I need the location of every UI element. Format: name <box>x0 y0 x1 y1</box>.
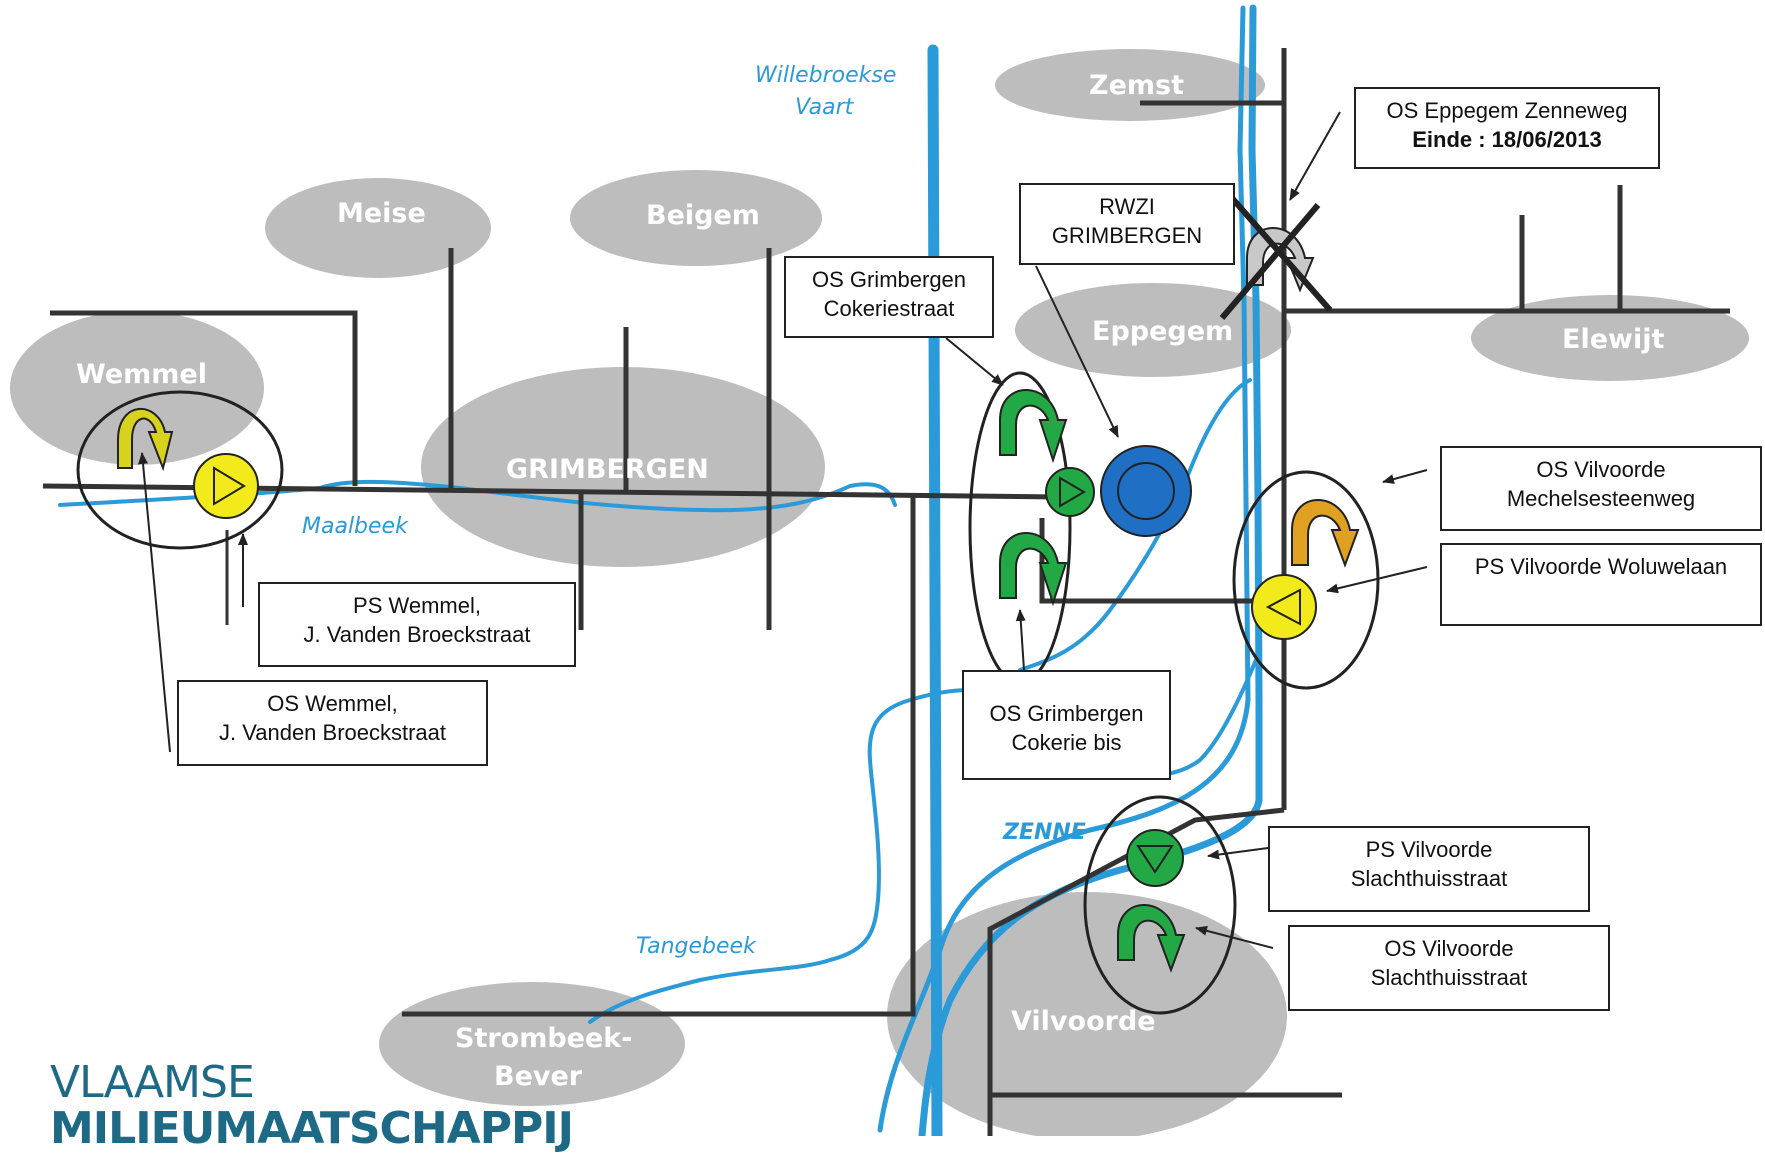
overflow-wemmel-icon <box>117 407 174 472</box>
waterway-label-zenne: ZENNE <box>1002 820 1086 845</box>
town-area-eppegem <box>1015 283 1291 377</box>
leader-ps-woluwelaan <box>1326 566 1428 594</box>
callout-os-slachthuis-line1: OS Vilvoorde <box>1384 936 1514 961</box>
town-area-elewijt <box>1471 295 1749 381</box>
pump-wemmel-icon <box>193 453 259 519</box>
pump-slachthuis-icon <box>1126 829 1184 887</box>
callout-os-wemmel-line2: J. Vanden Broeckstraat <box>218 719 447 745</box>
leader-os-mechelsesteenweg <box>1382 469 1428 484</box>
callout-rwzi: RWZI GRIMBERGEN <box>1019 183 1235 265</box>
group-vilvoorde-slachthuis <box>1083 795 1237 1015</box>
callout-os-cokerie-bis-line2: Cokerie bis <box>1011 729 1122 755</box>
callout-os-cokeriestraat-line2: Cokeriestraat <box>823 295 955 321</box>
callout-rwzi-line1: RWZI <box>1099 194 1155 219</box>
logo-line1: VLAAMSE <box>50 1057 255 1108</box>
town-area-meise <box>265 178 491 278</box>
waterway-label-tangebeek: Tangebeek <box>636 934 757 959</box>
waterway-label-maalbeek: Maalbeek <box>302 514 409 539</box>
town-label-eppegem: Eppegem <box>1092 316 1233 347</box>
overflow-slachthuis-icon <box>1117 904 1186 973</box>
group-wemmel <box>76 390 284 550</box>
callout-ps-woluwelaan: PS Vilvoorde Woluwelaan <box>1440 543 1762 626</box>
sewer-pipes <box>42 48 1730 1136</box>
callout-os-mechelsesteenweg-line2: Mechelsesteenweg <box>1506 485 1696 511</box>
callout-os-eppegem: OS Eppegem Zenneweg Einde : 18/06/2013 <box>1354 87 1660 169</box>
decommissioned-cross-icon <box>1219 196 1333 320</box>
callout-os-cokerie-bis-line1: OS Grimbergen <box>989 701 1144 726</box>
leader-os-eppegem <box>1289 111 1341 201</box>
callout-os-eppegem-title: OS Eppegem Zenneweg <box>1386 98 1628 123</box>
leader-os-cokerie-bis <box>1015 609 1026 671</box>
pipe-wemmel-north <box>50 310 358 486</box>
waterway-label-willebroekse-1: Willebroekse <box>755 63 896 88</box>
town-label-strombeek-2: Bever <box>494 1061 583 1092</box>
town-area-wemmel <box>10 311 264 465</box>
callout-os-slachthuis-line2: Slachthuisstraat <box>1370 964 1528 990</box>
town-label-wemmel: Wemmel <box>76 359 207 390</box>
town-area-beigem <box>570 170 822 266</box>
overflow-symbols <box>117 227 1360 973</box>
leader-os-cokeriestraat <box>945 337 1004 386</box>
leader-os-wemmel <box>138 452 171 753</box>
callout-leaders <box>138 111 1428 949</box>
logo-line2: MILIEUMAATSCHAPPIJ <box>50 1103 574 1154</box>
vmm-logo: VLAAMSE MILIEUMAATSCHAPPIJ <box>50 1057 574 1154</box>
town-area-grimbergen <box>421 367 825 567</box>
waterway-label-willebroekse-2: Vaart <box>795 95 855 120</box>
callout-ps-slachthuis-line2: Slachthuisstraat <box>1350 865 1508 891</box>
stream-tangebeek <box>588 688 972 1024</box>
callout-rwzi-line2: GRIMBERGEN <box>1051 222 1203 248</box>
callout-os-mechelsesteenweg-line1: OS Vilvoorde <box>1536 457 1666 482</box>
pipe-vilvoorde <box>987 807 1285 1136</box>
callout-ps-slachthuis: PS Vilvoorde Slachthuisstraat <box>1268 826 1590 912</box>
callout-ps-wemmel-line1: PS Wemmel, <box>353 593 481 618</box>
callout-os-mechelsesteenweg: OS Vilvoorde Mechelsesteenweg <box>1440 446 1762 531</box>
town-label-grimbergen: GRIMBERGEN <box>506 454 709 485</box>
group-vilvoorde-woluwelaan <box>1232 470 1380 690</box>
callout-ps-wemmel: PS Wemmel, J. Vanden Broeckstraat <box>258 582 576 667</box>
callout-ps-wemmel-line2: J. Vanden Broeckstraat <box>303 621 531 647</box>
leader-rwzi <box>1035 265 1119 438</box>
rwzi-plant-icon <box>1100 445 1192 537</box>
overflow-cokeriestraat-icon <box>999 389 1068 464</box>
pipe-strombeek <box>402 494 916 1017</box>
town-labels: Wemmel Meise Beigem GRIMBERGEN Zemst Epp… <box>76 70 1664 1092</box>
overflow-mechelsesteenweg-icon <box>1291 499 1360 568</box>
leader-os-slachthuis <box>1195 925 1274 949</box>
town-label-strombeek-1: Strombeek- <box>455 1023 632 1054</box>
callout-ps-woluwelaan-label: PS Vilvoorde Woluwelaan <box>1474 554 1728 579</box>
town-label-zemst: Zemst <box>1089 70 1184 101</box>
station-groups <box>76 371 1380 1015</box>
town-label-vilvoorde: Vilvoorde <box>1011 1006 1156 1037</box>
pump-cokerie-icon <box>1045 467 1095 517</box>
river-zenne-west-bank <box>877 5 1251 1133</box>
overflow-cokerie-bis-icon <box>999 532 1068 607</box>
town-area-vilvoorde <box>887 892 1287 1136</box>
town-label-beigem: Beigem <box>646 200 760 231</box>
callout-os-eppegem-end-date: Einde : 18/06/2013 <box>1412 126 1602 152</box>
callout-os-cokerie-bis: OS Grimbergen Cokerie bis <box>962 670 1171 780</box>
callout-os-cokeriestraat: OS Grimbergen Cokeriestraat <box>784 256 994 338</box>
leader-ps-slachthuis <box>1207 847 1269 860</box>
town-label-elewijt: Elewijt <box>1562 324 1664 355</box>
pump-woluwelaan-icon <box>1251 574 1317 640</box>
callout-os-wemmel: OS Wemmel, J. Vanden Broeckstraat <box>177 680 488 766</box>
town-label-meise: Meise <box>337 198 426 229</box>
callout-os-slachthuis: OS Vilvoorde Slachthuisstraat <box>1288 925 1610 1011</box>
callout-ps-slachthuis-line1: PS Vilvoorde <box>1365 837 1493 862</box>
callout-os-cokeriestraat-line1: OS Grimbergen <box>811 267 967 292</box>
pumping-stations <box>193 453 1317 887</box>
waterway-labels: Willebroekse Vaart Maalbeek Tangebeek ZE… <box>302 63 1086 959</box>
callout-os-wemmel-line1: OS Wemmel, <box>267 691 398 716</box>
stream-tributary <box>1018 378 1252 672</box>
